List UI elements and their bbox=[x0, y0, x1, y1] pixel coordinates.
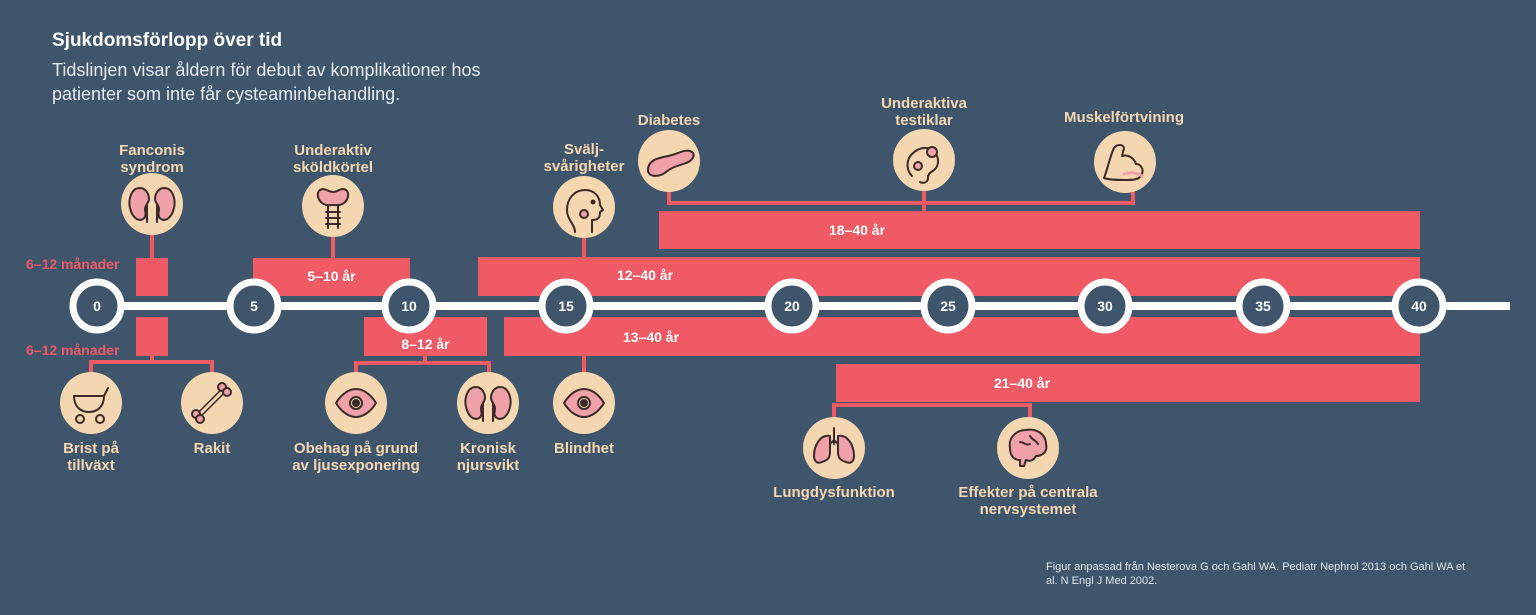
tick-marker-30 bbox=[1077, 278, 1133, 334]
bar-fanconi bbox=[136, 258, 168, 296]
tick-label-15: 15 bbox=[558, 298, 574, 314]
tick-marker-20 bbox=[764, 278, 820, 334]
tick-marker-35 bbox=[1235, 278, 1291, 334]
pancreas-icon bbox=[638, 130, 700, 192]
tick-label-25: 25 bbox=[940, 298, 956, 314]
page-title: Sjukdomsförlopp över tid bbox=[52, 30, 283, 51]
thyroid-icon bbox=[302, 175, 364, 237]
tick-label-0: 0 bbox=[93, 298, 101, 314]
label-muscle: Muskelförtvining bbox=[1063, 109, 1184, 126]
tick-label-40: 40 bbox=[1411, 298, 1427, 314]
range-label-thyroid: 5–10 år bbox=[307, 268, 356, 284]
label-rickets: Rakit bbox=[193, 440, 231, 457]
eye-icon bbox=[553, 372, 615, 434]
muscle-icon bbox=[1094, 131, 1156, 193]
label-swallow: Svälj- svårigheter bbox=[543, 141, 625, 175]
range-label-lung: 21–40 år bbox=[993, 375, 1051, 391]
tick-marker-15 bbox=[538, 278, 594, 334]
tick-marker-10 bbox=[381, 278, 437, 334]
eye-icon bbox=[325, 372, 387, 434]
tick-label-10: 10 bbox=[401, 298, 417, 314]
lungs-icon bbox=[803, 417, 865, 479]
kidney-icon bbox=[457, 372, 519, 434]
tick-marker-5 bbox=[226, 278, 282, 334]
label-lung: Lungdysfunktion bbox=[773, 484, 895, 501]
range-label-swallow: 12–40 år bbox=[616, 267, 674, 283]
kidney-icon bbox=[121, 173, 183, 235]
range-label-photophobia: 8–12 år bbox=[401, 336, 450, 352]
label-fanconi: Fanconis syndrom bbox=[119, 142, 185, 176]
tick-label-20: 20 bbox=[784, 298, 800, 314]
stroller-icon bbox=[60, 372, 122, 434]
bar-growth-rickets bbox=[136, 317, 168, 356]
source-citation: Figur anpassad från Nesterova G och Gahl… bbox=[1046, 561, 1466, 587]
range-label-diabetes: 18–40 år bbox=[828, 222, 886, 238]
tick-label-35: 35 bbox=[1255, 298, 1271, 314]
label-blind: Blindhet bbox=[554, 440, 614, 457]
label-ckd: Kronisk njursvikt bbox=[456, 440, 520, 474]
tick-marker-0 bbox=[69, 278, 125, 334]
bar-diabetes-testes-muscle bbox=[659, 211, 1420, 249]
label-cns: Effekter på centrala nervsystemet bbox=[958, 484, 1098, 518]
tick-markers bbox=[69, 278, 1447, 334]
range-label-growth: 6–12 månader bbox=[26, 342, 120, 358]
tick-marker-40 bbox=[1391, 278, 1447, 334]
tick-label-5: 5 bbox=[250, 298, 258, 314]
label-photophobia: Obehag på grund av ljusexponering bbox=[292, 440, 420, 474]
label-diabetes: Diabetes bbox=[637, 112, 701, 129]
label-testes: Underaktiva testiklar bbox=[881, 95, 967, 129]
bone-icon bbox=[181, 372, 243, 434]
bar-lung-cns bbox=[836, 364, 1420, 402]
tick-marker-25 bbox=[920, 278, 976, 334]
brain-icon bbox=[997, 417, 1059, 479]
tick-labels: 0 5 10 15 20 25 30 35 40 bbox=[93, 298, 1427, 314]
tick-label-30: 30 bbox=[1097, 298, 1113, 314]
page-subtitle: Tidslinjen visar åldern för debut av kom… bbox=[52, 60, 481, 104]
label-growth: Brist på tillväxt bbox=[63, 440, 119, 474]
label-thyroid: Underaktiv sköldkörtel bbox=[292, 142, 374, 176]
throat-icon bbox=[553, 176, 615, 238]
testes-icon bbox=[893, 129, 955, 191]
bar-thyroid bbox=[253, 258, 410, 296]
range-label-blind: 13–40 år bbox=[622, 329, 680, 345]
range-bars bbox=[136, 211, 1420, 402]
range-label-fanconi: 6–12 månader bbox=[26, 256, 120, 272]
